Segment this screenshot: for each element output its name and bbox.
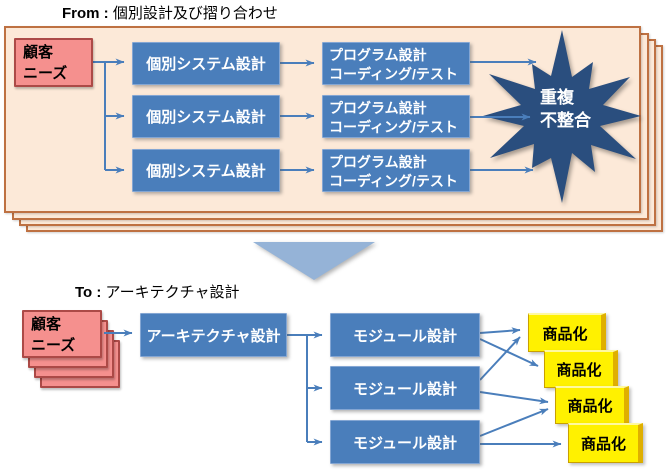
to-customer-needs-box: 顧客 ニーズ — [22, 310, 102, 358]
program-box-1-line2: コーディング/テスト — [329, 66, 458, 82]
program-box-3-line1: プログラム設計 — [329, 154, 427, 170]
module-design-box-3: モジュール設計 — [330, 420, 480, 464]
customer-needs-line1: 顧客 — [23, 44, 54, 61]
product-label-1: 商品化 — [542, 325, 588, 343]
system-design-label-1: 個別システム設計 — [146, 56, 266, 73]
system-design-box-2: 個別システム設計 — [132, 95, 280, 138]
program-box-3-line2: コーディング/テスト — [329, 173, 458, 189]
system-design-label-3: 個別システム設計 — [146, 163, 266, 180]
to-section-title: To : アーキテクチャ設計 — [75, 281, 240, 302]
program-box-2: プログラム設計 コーディング/テスト — [322, 95, 470, 138]
program-box-1: プログラム設計 コーディング/テスト — [322, 42, 470, 85]
customer-needs-line2: ニーズ — [23, 65, 68, 82]
architecture-design-label: アーキテクチャ設計 — [146, 327, 281, 345]
from-section-title: From : 個別設計及び摺り合わせ — [62, 2, 278, 23]
from-customer-needs-box: 顧客 ニーズ — [14, 38, 93, 87]
program-box-2-line1: プログラム設計 — [329, 100, 427, 116]
product-box-1: 商品化 — [528, 313, 606, 352]
product-label-3: 商品化 — [567, 398, 613, 415]
module-design-box-2: モジュール設計 — [330, 366, 480, 410]
product-box-4: 商品化 — [568, 423, 643, 463]
from-title-prefix: From : — [62, 5, 109, 22]
program-box-1-line1: プログラム設計 — [329, 47, 427, 63]
to-customer-needs-line1: 顧客 — [31, 316, 62, 333]
module-design-label-3: モジュール設計 — [353, 434, 457, 452]
module-design-box-1: モジュール設計 — [330, 313, 480, 357]
to-title-text: アーキテクチャ設計 — [105, 284, 240, 301]
system-design-box-1: 個別システム設計 — [132, 42, 280, 85]
system-design-label-2: 個別システム設計 — [146, 109, 266, 126]
from-title-text: 個別設計及び摺り合わせ — [112, 5, 278, 22]
program-box-3: プログラム設計 コーディング/テスト — [322, 149, 470, 192]
burst-label: 重複 不整合 — [540, 86, 591, 132]
product-label-4: 商品化 — [580, 436, 626, 453]
product-label-2: 商品化 — [556, 362, 602, 379]
transition-down-arrow — [253, 242, 375, 280]
product-box-3: 商品化 — [555, 386, 629, 424]
module-design-label-1: モジュール設計 — [353, 327, 457, 345]
burst-line2: 不整合 — [540, 111, 591, 130]
system-design-box-3: 個別システム設計 — [132, 149, 280, 192]
to-title-prefix: To : — [75, 284, 102, 301]
module-design-label-2: モジュール設計 — [353, 380, 457, 398]
program-box-2-line2: コーディング/テスト — [329, 119, 458, 135]
burst-line1: 重複 — [540, 88, 574, 107]
product-box-2: 商品化 — [544, 350, 618, 388]
to-customer-needs-line2: ニーズ — [31, 337, 76, 354]
architecture-design-box: アーキテクチャ設計 — [140, 313, 287, 357]
